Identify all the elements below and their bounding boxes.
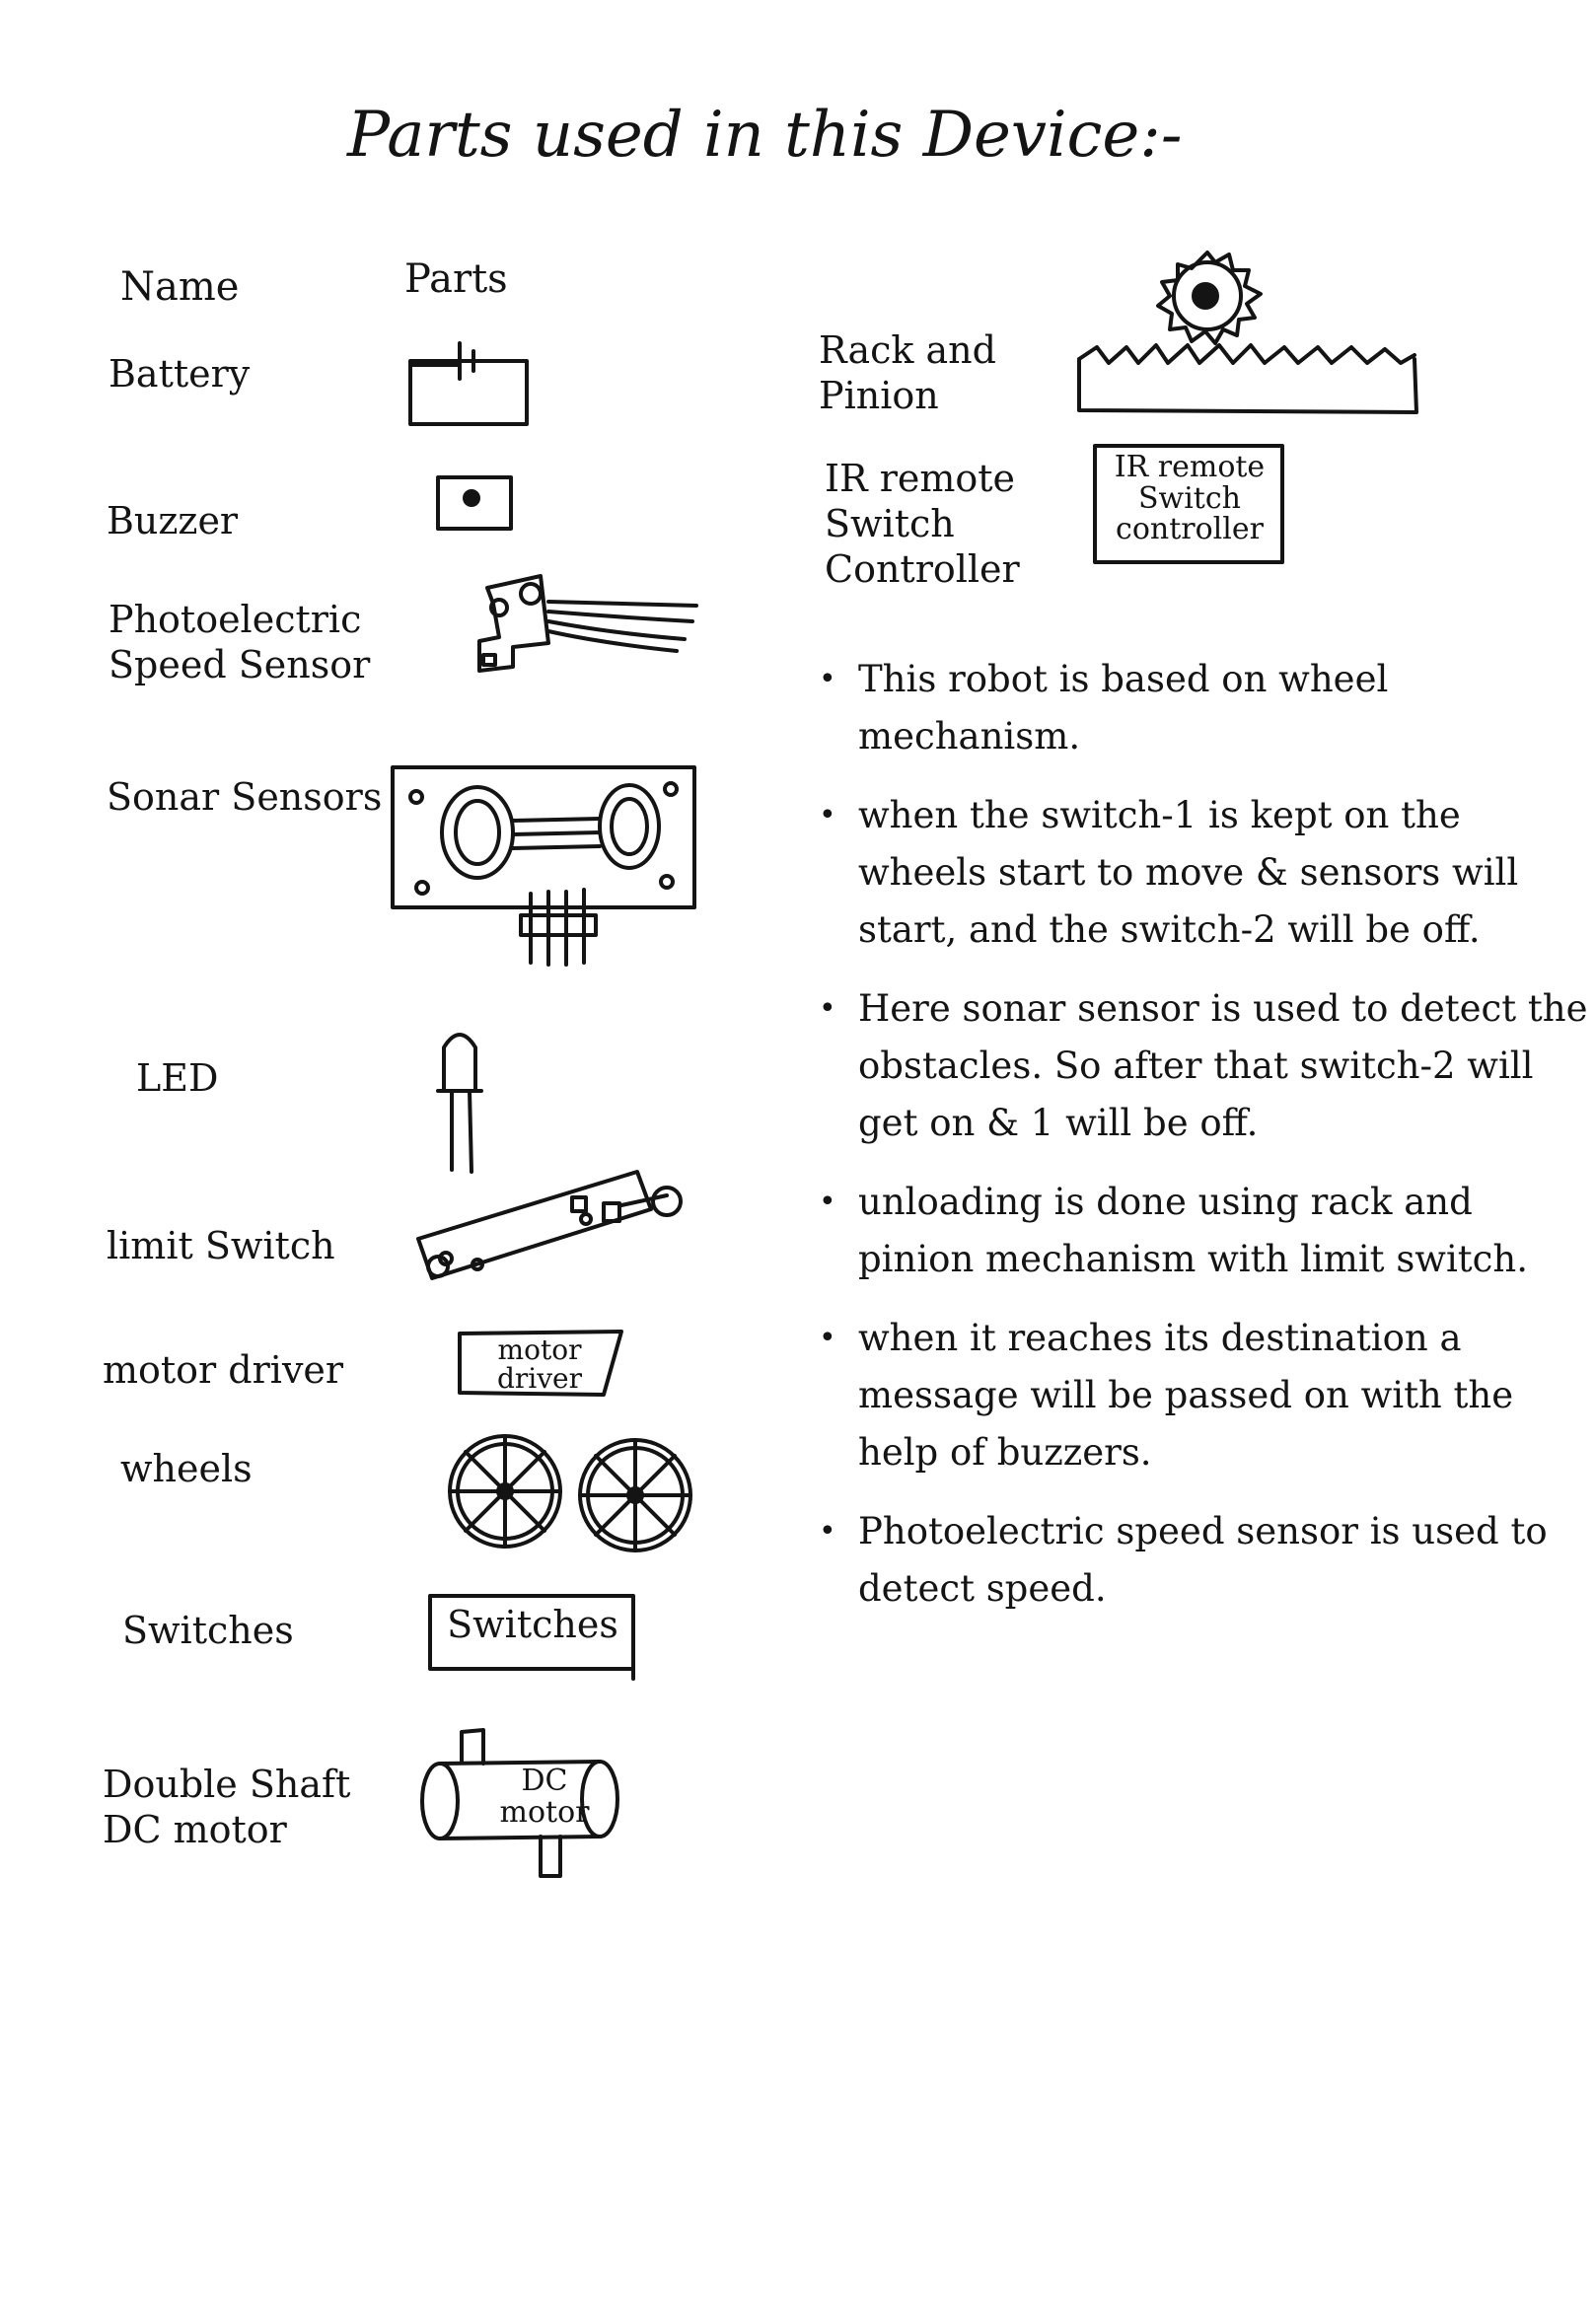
part-name-buzzer: Buzzer (107, 499, 239, 542)
part-name-motor-driver: motor driver (103, 1348, 344, 1392)
limit-switch-icon (416, 1170, 683, 1280)
column-header-parts: Parts (404, 256, 508, 302)
note-item: • unloading is done using rack and pinio… (819, 1174, 1588, 1288)
part-name-double-shaft-dc-motor: Double Shaft DC motor (103, 1763, 351, 1851)
note-item: • This robot is based on wheel mechanism… (819, 651, 1588, 765)
ir-remote-box-label: IR remote Switch controller (1114, 450, 1266, 546)
photoelectric-speed-sensor-icon (477, 574, 698, 673)
bullet-icon: • (819, 1321, 836, 1355)
part-name-switches: Switches (122, 1609, 294, 1652)
part-name-rack-and-pinion: Rack and Pinion (819, 328, 996, 417)
part-name-battery: Battery (109, 352, 251, 396)
part-name-led: LED (136, 1056, 219, 1100)
sonar-sensor-icon (391, 765, 696, 967)
bullet-icon: • (819, 991, 836, 1026)
page-title: Parts used in this Device:- (347, 99, 1183, 172)
part-name-sonar-sensors: Sonar Sensors (107, 775, 383, 819)
note-item: • Here sonar sensor is used to detect th… (819, 980, 1588, 1152)
switches-box-label: Switches (447, 1603, 618, 1646)
ir-remote-switch-controller-icon (1093, 444, 1284, 564)
part-name-limit-switch: limit Switch (107, 1224, 335, 1267)
note-item: • when the switch-1 is kept on the wheel… (819, 787, 1588, 959)
dc-motor-icon (420, 1728, 619, 1878)
switches-icon (428, 1594, 635, 1681)
motor-driver-box-label: motor driver (496, 1334, 583, 1396)
bullet-icon: • (819, 662, 836, 696)
battery-icon (408, 341, 529, 426)
bullet-icon: • (819, 798, 836, 832)
bullet-icon: • (819, 1185, 836, 1219)
buzzer-icon (436, 475, 513, 531)
note-item: • Photoelectric speed sensor is used to … (819, 1503, 1588, 1618)
wheels-icon (448, 1434, 692, 1552)
bullet-icon: • (819, 1514, 836, 1549)
notes-list: • This robot is based on wheel mechanism… (819, 651, 1588, 1639)
part-name-wheels: wheels (120, 1447, 253, 1490)
part-name-photoelectric-speed-sensor: Photoelectric Speed Sensor (109, 598, 371, 686)
column-header-name: Name (120, 264, 240, 310)
dc-motor-box-label: DC motor (499, 1764, 590, 1830)
led-icon (436, 1033, 483, 1174)
rack-and-pinion-icon (1077, 251, 1418, 414)
part-name-ir-remote-switch-controller: IR remote Switch Controller (825, 457, 1020, 591)
note-item: • when it reaches its destination a mess… (819, 1310, 1588, 1481)
motor-driver-icon (458, 1330, 623, 1397)
